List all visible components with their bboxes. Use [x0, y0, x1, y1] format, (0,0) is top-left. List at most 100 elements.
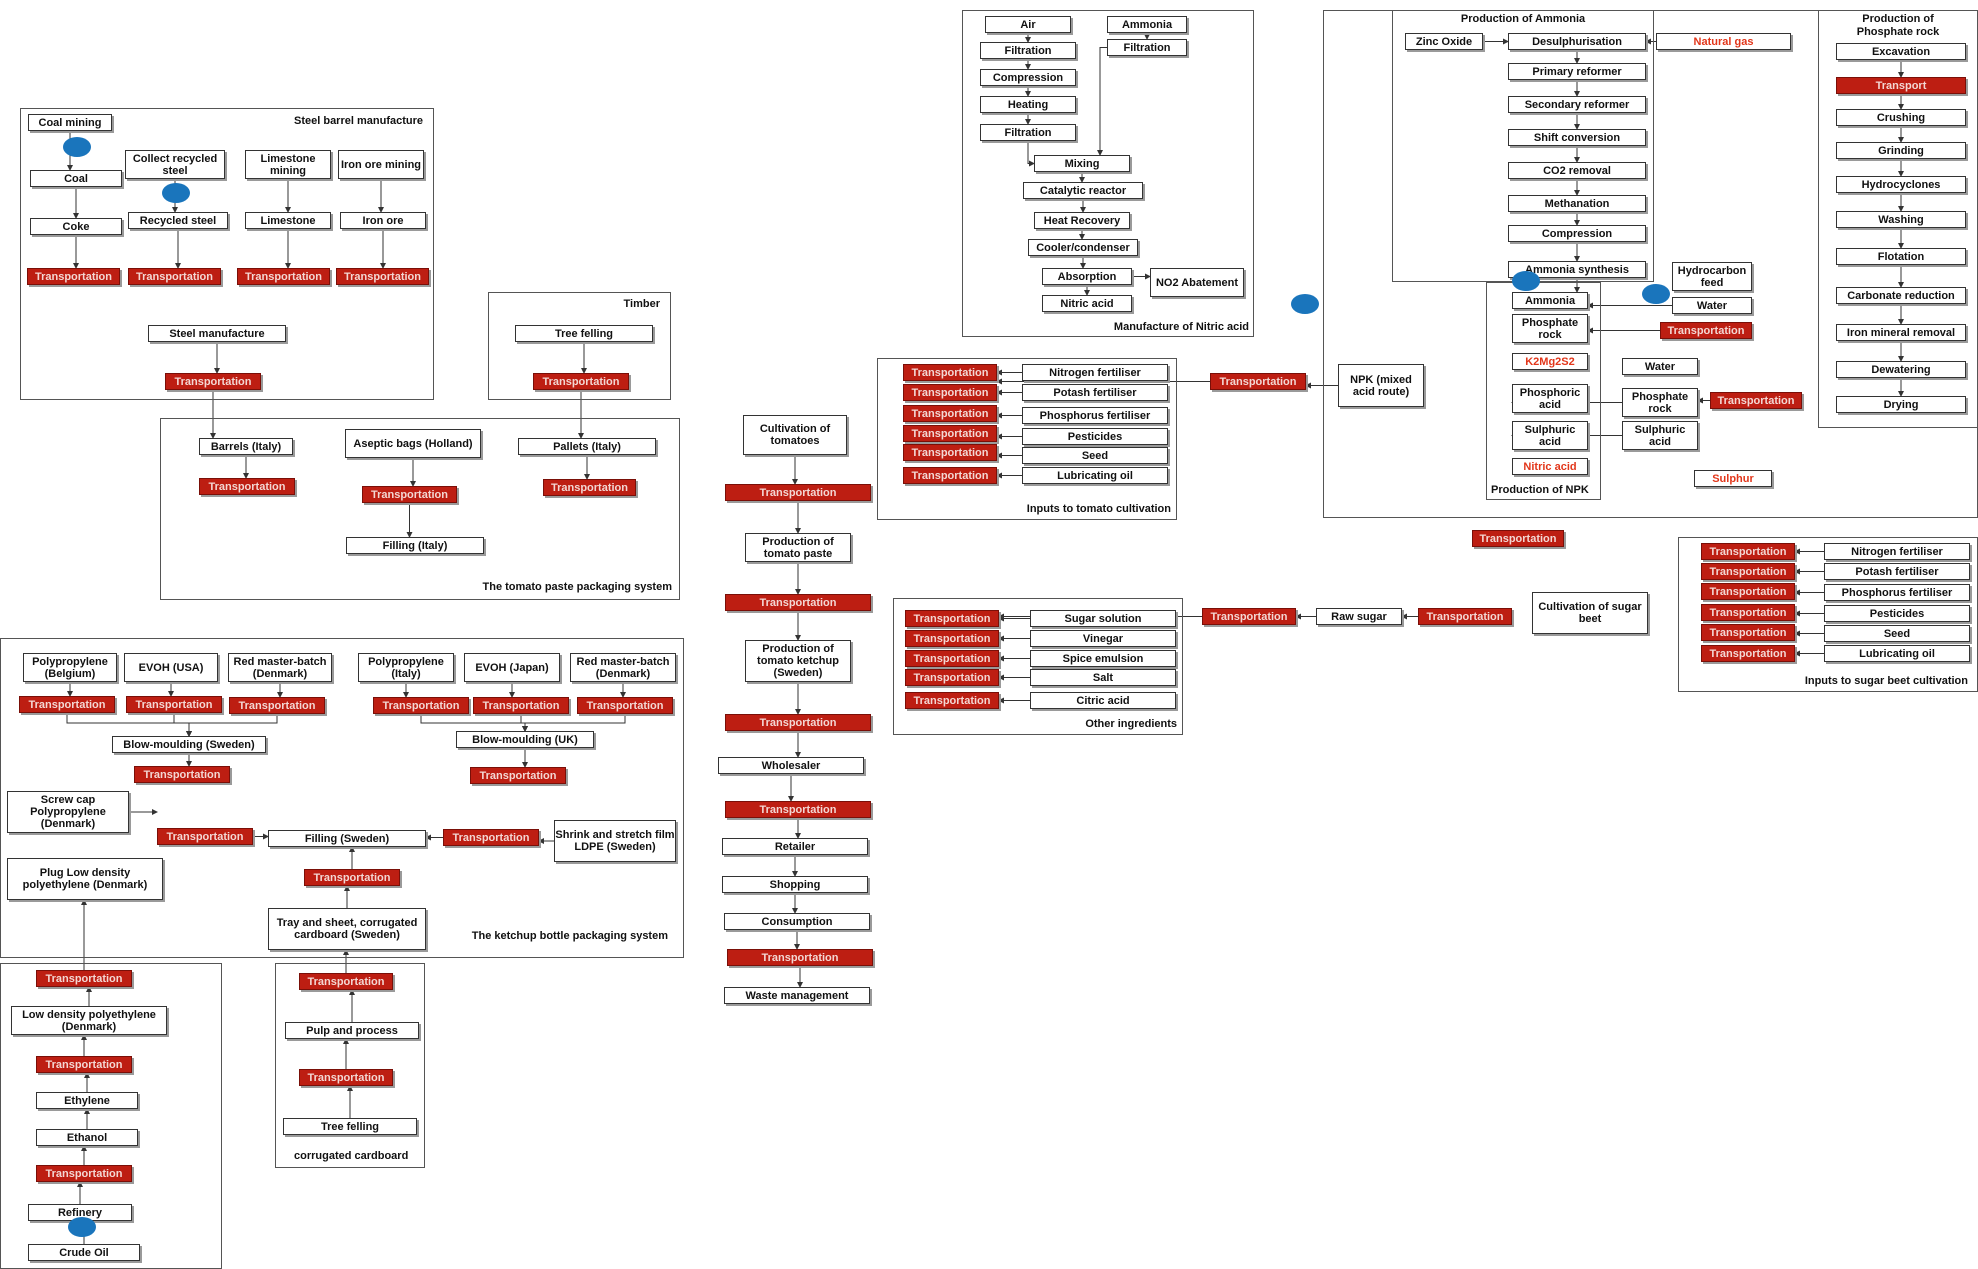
transportation-node[interactable]: Transportation — [443, 829, 539, 846]
excavation-node[interactable]: Excavation — [1836, 43, 1966, 60]
transportation-node[interactable]: Transportation — [299, 1069, 393, 1086]
filtration-node[interactable]: Filtration — [980, 124, 1076, 141]
aseptic-bags-holland-node[interactable]: Aseptic bags (Holland) — [345, 429, 481, 458]
transportation-node[interactable]: Transportation — [903, 425, 997, 442]
transportation-node[interactable]: Transportation — [1701, 583, 1795, 600]
steel-manufacture-node[interactable]: Steel manufacture — [148, 325, 286, 342]
tree-felling-node[interactable]: Tree felling — [283, 1118, 417, 1135]
air-node[interactable]: Air — [985, 16, 1071, 33]
no2-abatement-node[interactable]: NO2 Abatement — [1150, 268, 1244, 297]
waste-management-node[interactable]: Waste management — [724, 987, 870, 1004]
transportation-node[interactable]: Transportation — [903, 467, 997, 484]
compression-node[interactable]: Compression — [1508, 225, 1646, 242]
primary-reformer-node[interactable]: Primary reformer — [1508, 63, 1646, 80]
k2mg2s2-node[interactable]: K2Mg2S2 — [1512, 353, 1588, 370]
transportation-node[interactable]: Transportation — [1701, 563, 1795, 580]
spice-emulsion-node[interactable]: Spice emulsion — [1030, 650, 1176, 667]
filling-italy-node[interactable]: Filling (Italy) — [346, 537, 484, 554]
filtration-node[interactable]: Filtration — [980, 42, 1076, 59]
vinegar-node[interactable]: Vinegar — [1030, 630, 1176, 647]
pesticides-node[interactable]: Pesticides — [1022, 428, 1168, 445]
transportation-node[interactable]: Transportation — [362, 486, 457, 503]
transportation-node[interactable]: Transportation — [19, 696, 115, 713]
transportation-node[interactable]: Transportation — [128, 268, 221, 285]
transportation-node[interactable]: Transportation — [905, 669, 999, 686]
dewatering-node[interactable]: Dewatering — [1836, 361, 1966, 378]
polypropylene-italy-node[interactable]: Polypropylene (Italy) — [358, 653, 454, 682]
nitrogen-fertiliser-node[interactable]: Nitrogen fertiliser — [1824, 543, 1970, 560]
wholesaler-node[interactable]: Wholesaler — [718, 757, 864, 774]
transportation-node[interactable]: Transportation — [165, 373, 261, 390]
lubricating-oil-node[interactable]: Lubricating oil — [1022, 467, 1168, 484]
potash-fertiliser-node[interactable]: Potash fertiliser — [1824, 563, 1970, 580]
transportation-node[interactable]: Transportation — [903, 384, 997, 401]
transportation-node[interactable]: Transportation — [725, 801, 871, 818]
transportation-node[interactable]: Transportation — [134, 766, 230, 783]
transportation-node[interactable]: Transportation — [304, 869, 400, 886]
transportation-node[interactable]: Transportation — [1701, 604, 1795, 621]
transportation-node[interactable]: Transportation — [905, 610, 999, 627]
crude-oil-node[interactable]: Crude Oil — [28, 1244, 140, 1261]
transportation-node[interactable]: Transportation — [336, 268, 429, 285]
co2-removal-node[interactable]: CO2 removal — [1508, 162, 1646, 179]
flotation-node[interactable]: Flotation — [1836, 248, 1966, 265]
nitrogen-fertiliser-node[interactable]: Nitrogen fertiliser — [1022, 364, 1168, 381]
transportation-node[interactable]: Transportation — [725, 594, 871, 611]
tray-and-sheet-corrugated-cardboard-sweden-node[interactable]: Tray and sheet, corrugated cardboard (Sw… — [268, 908, 426, 950]
sulphuric-acid-node[interactable]: Sulphuric acid — [1622, 421, 1698, 450]
sulphuric-acid-node[interactable]: Sulphuric acid — [1512, 421, 1588, 450]
transportation-node[interactable]: Transportation — [1202, 608, 1296, 625]
drying-node[interactable]: Drying — [1836, 396, 1966, 413]
secondary-reformer-node[interactable]: Secondary reformer — [1508, 96, 1646, 113]
transportation-node[interactable]: Transportation — [903, 405, 997, 422]
transportation-node[interactable]: Transportation — [1701, 645, 1795, 662]
transportation-node[interactable]: Transportation — [905, 692, 999, 709]
transportation-node[interactable]: Transportation — [229, 697, 325, 714]
transportation-node[interactable]: Transportation — [533, 373, 629, 390]
grinding-node[interactable]: Grinding — [1836, 142, 1966, 159]
transportation-node[interactable]: Transportation — [36, 1165, 132, 1182]
transportation-node[interactable]: Transportation — [903, 364, 997, 381]
cultivation-of-sugar-beet-node[interactable]: Cultivation of sugar beet — [1532, 592, 1648, 634]
transportation-node[interactable]: Transportation — [36, 1056, 132, 1073]
phosphate-rock-node[interactable]: Phosphate rock — [1512, 314, 1588, 343]
mixing-node[interactable]: Mixing — [1034, 155, 1130, 172]
salt-node[interactable]: Salt — [1030, 669, 1176, 686]
ammonia-node[interactable]: Ammonia — [1512, 292, 1588, 309]
plug-low-density-polyethylene-denmark-node[interactable]: Plug Low density polyethylene (Denmark) — [7, 858, 163, 900]
transportation-node[interactable]: Transportation — [237, 268, 330, 285]
sulphur-node[interactable]: Sulphur — [1694, 470, 1772, 487]
ethylene-node[interactable]: Ethylene — [36, 1092, 138, 1109]
desulphurisation-node[interactable]: Desulphurisation — [1508, 33, 1646, 50]
zinc-oxide-node[interactable]: Zinc Oxide — [1405, 33, 1483, 50]
hydrocarbon-feed-node[interactable]: Hydrocarbon feed — [1672, 262, 1752, 291]
phosphorus-fertiliser-node[interactable]: Phosphorus fertiliser — [1824, 584, 1970, 601]
limestone-mining-node[interactable]: Limestone mining — [245, 150, 331, 179]
pallets-italy-node[interactable]: Pallets (Italy) — [518, 438, 656, 455]
blow-moulding-sweden-node[interactable]: Blow-moulding (Sweden) — [112, 736, 266, 753]
filtration-node[interactable]: Filtration — [1107, 39, 1187, 56]
transportation-node[interactable]: Transportation — [299, 973, 393, 990]
tree-felling-node[interactable]: Tree felling — [515, 325, 653, 342]
ammonia-synthesis-node[interactable]: Ammonia synthesis — [1508, 261, 1646, 278]
transportation-node[interactable]: Transportation — [1472, 530, 1564, 547]
seed-node[interactable]: Seed — [1022, 447, 1168, 464]
sugar-solution-node[interactable]: Sugar solution — [1030, 610, 1176, 627]
potash-fertiliser-node[interactable]: Potash fertiliser — [1022, 384, 1168, 401]
red-master-batch-denmark-node[interactable]: Red master-batch (Denmark) — [570, 653, 676, 682]
coal-node[interactable]: Coal — [30, 170, 122, 187]
citric-acid-node[interactable]: Citric acid — [1030, 692, 1176, 709]
transportation-node[interactable]: Transportation — [1418, 608, 1512, 625]
transportation-node[interactable]: Transportation — [1210, 373, 1306, 390]
transportation-node[interactable]: Transportation — [157, 828, 253, 845]
transportation-node[interactable]: Transportation — [1701, 624, 1795, 641]
phosphoric-acid-node[interactable]: Phosphoric acid — [1512, 384, 1588, 413]
recycled-steel-node[interactable]: Recycled steel — [128, 212, 228, 229]
transportation-node[interactable]: Transportation — [470, 767, 566, 784]
transportation-node[interactable]: Transportation — [727, 949, 873, 966]
transportation-node[interactable]: Transportation — [1710, 392, 1802, 409]
pulp-and-process-node[interactable]: Pulp and process — [285, 1022, 419, 1039]
ammonia-node[interactable]: Ammonia — [1107, 16, 1187, 33]
phosphate-rock-node[interactable]: Phosphate rock — [1622, 388, 1698, 417]
npk-mixed-acid-route-node[interactable]: NPK (mixed acid route) — [1338, 364, 1424, 407]
